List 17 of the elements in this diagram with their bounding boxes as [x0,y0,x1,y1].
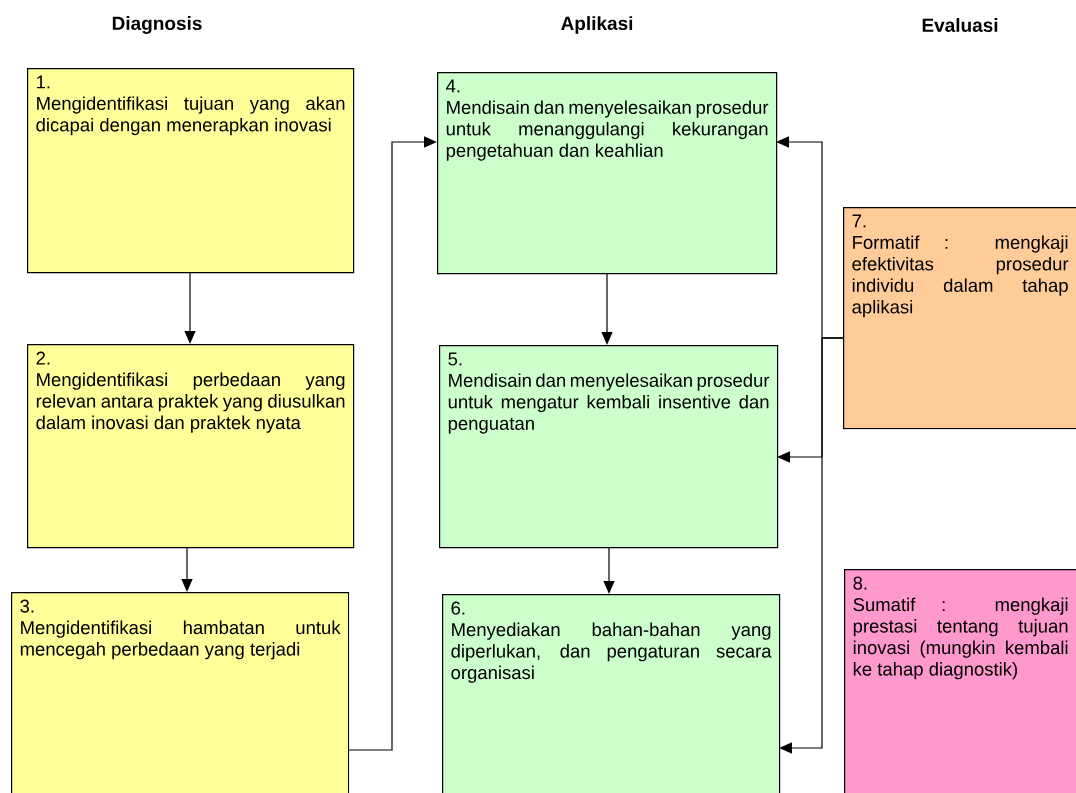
process-box: 3. Mengidentifikasi hambatan untuk mencegah perbedaan yang terjadi [11,592,350,793]
column-heading: Diagnosis [112,16,202,34]
arrow [779,337,844,754]
column-heading: Aplikasi [561,16,633,34]
process-box: 6. Menyediakan bahan-bahan yang diperlukan, dan pengaturan secara organisasi [442,594,781,793]
process-box: 4. Mendisain dan menyelesaikan prosedur untuk menanggulangi kekurangan pengetahuan dan keahlian [437,72,778,275]
process-box: 7. Formatif : mengkaji efektivitas prosedur individu dalam tahap aplikasi [843,207,1076,430]
process-box: 8. Sumatif : mengkaji prestasi tentang tujuan inovasi (mungkin kembali ke tahap diagnostik) [844,569,1076,793]
arrow [603,546,615,594]
process-box: 2. Mengidentifikasi perbedaan yang relevan antara praktek yang diusulkan dalam inovasi dan praktek nyata [27,344,355,549]
process-box: 1. Mengidentifikasi tujuan yang akan dicapai dengan menerapkan inovasi [27,68,355,274]
column-heading: Evaluasi [922,18,998,32]
process-box: 5. Mendisain dan menyelesaikan prosedur untuk mengatur kembali insentive dan penguatan [439,345,779,549]
arrow [184,271,196,344]
arrow [347,136,437,751]
arrow [181,546,193,592]
arrow [601,272,613,345]
